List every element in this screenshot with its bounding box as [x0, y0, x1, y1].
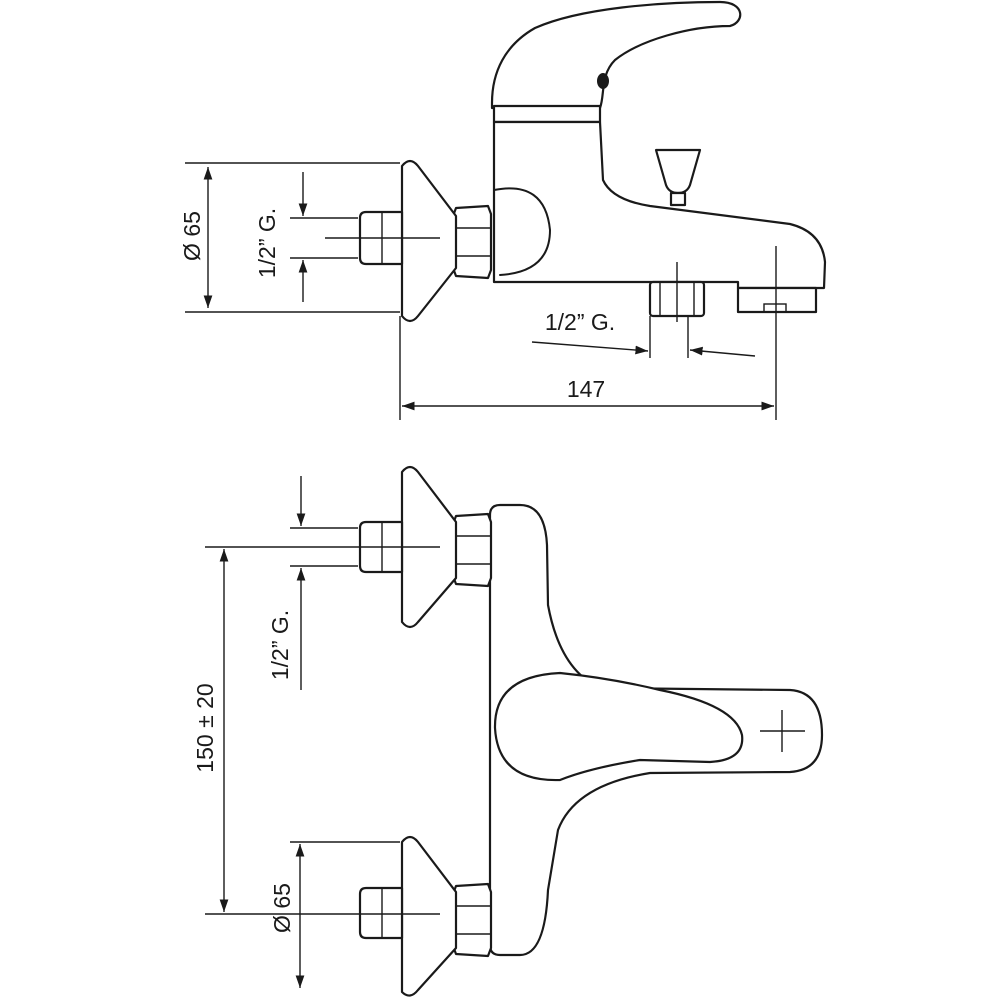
- side-view: Ø 65 1/2” G. 1/2” G. 147: [179, 0, 827, 420]
- front-view: 1/2” G. 150 ± 20 Ø 65: [192, 465, 824, 997]
- front-inlet-thread-label: 1/2” G.: [267, 610, 293, 680]
- side-aerator: [736, 286, 818, 314]
- front-lower-inlet-pipe: [358, 886, 404, 940]
- side-lever-screw: [597, 73, 609, 89]
- side-inlet-thread-label: 1/2” G.: [254, 208, 280, 278]
- side-hex-nut: [451, 204, 493, 280]
- front-lower-inlet: [325, 835, 493, 997]
- front-upper-inlet: [325, 465, 493, 629]
- side-body-spout: [492, 120, 827, 290]
- side-body-recess: [493, 187, 551, 276]
- side-diameter-label: Ø 65: [179, 211, 205, 261]
- side-diverter-stem: [669, 191, 687, 207]
- front-lower-hex-nut: [451, 882, 493, 958]
- side-cartridge-cap: [492, 104, 602, 124]
- side-wall-flange: [400, 159, 458, 323]
- side-aerator-slot: [763, 303, 787, 313]
- front-upper-hex-nut: [451, 512, 493, 588]
- front-center-distance-label: 150 ± 20: [192, 683, 218, 772]
- side-diverter-knob: [654, 148, 702, 195]
- front-lower-wall-flange: [400, 835, 458, 997]
- front-lever-handle: [493, 671, 744, 782]
- side-length-label: 147: [567, 376, 605, 402]
- side-outlet-thread-label: 1/2” G.: [545, 309, 615, 335]
- side-lever-handle: [490, 0, 742, 110]
- front-diameter-label: Ø 65: [269, 883, 295, 933]
